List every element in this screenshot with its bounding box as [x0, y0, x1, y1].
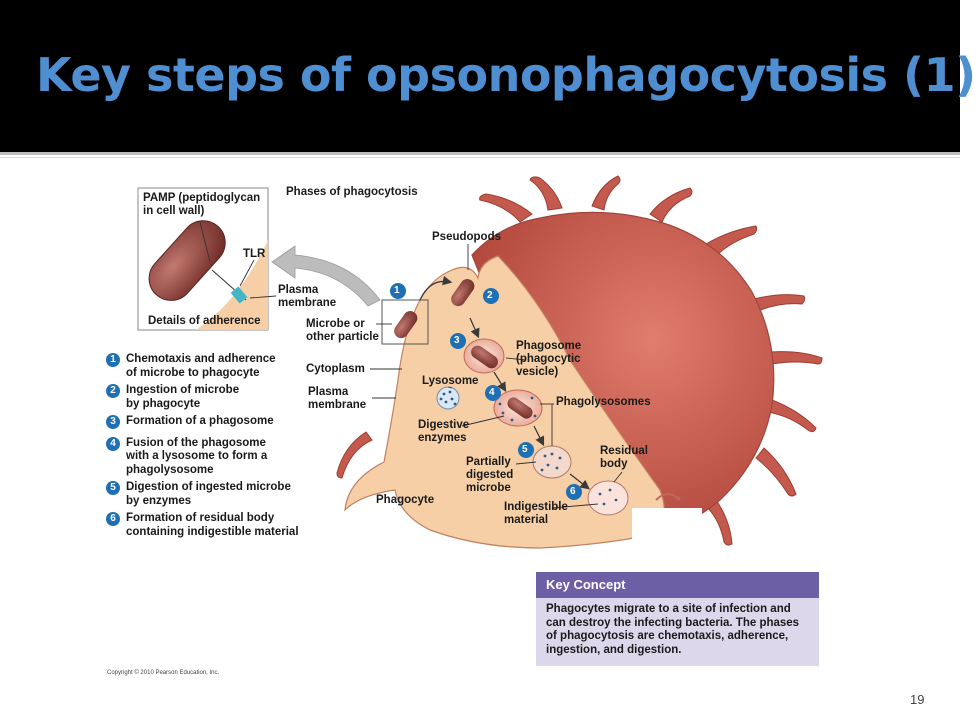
- image-mask: [632, 508, 702, 540]
- marker-2: 2: [487, 290, 493, 301]
- phagocyte-label: Phagocyte: [376, 494, 435, 506]
- step-item-4: 4 Fusion of the phagosome with a lysosome…: [106, 436, 316, 478]
- step-number-icon: 2: [106, 384, 120, 398]
- copyright-notice: Copyright © 2010 Pearson Education, Inc.: [107, 670, 220, 676]
- step-arrow-3: [493, 371, 507, 393]
- lysosome-enzymes: [439, 390, 457, 406]
- header-divider-thin: [0, 157, 960, 158]
- phagolysosome-microbe: [507, 397, 533, 419]
- tlr-receptor-icon: [230, 286, 248, 304]
- indigestible-material-label: Indigestible material: [504, 501, 568, 526]
- steps-list: 1 Chemotaxis and adherence of microbe to …: [106, 353, 316, 543]
- inset-cell: [196, 240, 268, 330]
- microbe-ingested: [451, 279, 475, 307]
- step-number-icon: 4: [106, 436, 120, 451]
- microbe-callout-box: [381, 299, 429, 345]
- marker-6: 6: [570, 486, 576, 497]
- key-concept-box: Key Concept Phagocytes migrate to a site…: [536, 572, 819, 666]
- step-text: Fusion of the phagosome with a lysosome …: [126, 436, 268, 476]
- step-item-3: 3 Formation of a phagosome: [106, 415, 316, 429]
- step-item-2: 2 Ingestion of microbe by phagocyte: [106, 384, 316, 411]
- step-text: Formation of residual body containing in…: [126, 512, 299, 538]
- step-item-5: 5 Digestion of ingested microbe by enzyme…: [106, 481, 316, 508]
- diagram-step-markers: [390, 283, 582, 500]
- step-item-1: 1 Chemotaxis and adherence of microbe to …: [106, 353, 316, 380]
- microbe-label: Microbe or other particle: [306, 318, 379, 343]
- key-concept-heading: Key Concept: [536, 572, 819, 598]
- step-item-6: 6 Formation of residual body containing i…: [106, 512, 316, 539]
- step-arrow-4: [533, 425, 545, 447]
- residual-body: [587, 480, 629, 516]
- phagolysosomes-label: Phagolysosomes: [556, 396, 651, 408]
- step-text: Ingestion of microbe by phagocyte: [126, 384, 240, 410]
- diagram-heading: Phases of phagocytosis: [286, 186, 418, 198]
- cell-spikes: [336, 175, 823, 546]
- step-number-icon: 3: [106, 415, 120, 429]
- phagosome-microbe: [471, 345, 498, 369]
- inset-microbe: [148, 220, 226, 301]
- slide-title: Key steps of opsonophagocytosis (1): [36, 48, 976, 102]
- step-number-icon: 5: [106, 481, 120, 495]
- marker-4: 4: [489, 387, 495, 398]
- phagosome-label: Phagosome (phagocytic vesicle): [516, 340, 582, 378]
- inset-plasma-membrane-label: Plasma membrane: [278, 284, 337, 309]
- slide-header: [0, 0, 960, 152]
- header-divider: [0, 152, 960, 155]
- pamp-label: PAMP (peptidoglycan in cell wall): [143, 192, 261, 217]
- marker-1: 1: [394, 285, 400, 296]
- lysosome-label: Lysosome: [422, 375, 479, 387]
- cytoplasm-label: Cytoplasm: [306, 363, 365, 375]
- page-number: 19: [910, 692, 925, 707]
- step-text: Digestion of ingested microbe by enzymes: [126, 481, 291, 507]
- zoom-arrow-icon: [271, 245, 381, 307]
- marker-3: 3: [454, 335, 460, 346]
- step-arrow-2: [469, 317, 480, 339]
- indigestible-material: [598, 488, 618, 506]
- residual-body-label: Residual body: [600, 445, 648, 470]
- step-number-icon: 1: [106, 353, 120, 367]
- leader-lines: [199, 221, 623, 509]
- partially-digested-label: Partially digested microbe: [466, 456, 514, 494]
- exocytosis-outline: [655, 493, 681, 501]
- step-arrow-5: [569, 473, 590, 490]
- inset-caption: Details of adherence: [148, 315, 261, 327]
- step-arrow-1: [419, 275, 453, 301]
- marker-5: 5: [522, 444, 528, 455]
- key-concept-body: Phagocytes migrate to a site of infectio…: [546, 603, 800, 656]
- pseudopods-label: Pseudopods: [432, 231, 502, 243]
- step-text: Chemotaxis and adherence of microbe to p…: [126, 353, 276, 379]
- digestive-enzymes-label: Digestive enzymes: [418, 419, 470, 444]
- microbe-approaching: [394, 311, 418, 339]
- partially-digested-enzymes: [540, 452, 562, 472]
- phagolysosome-enzymes: [498, 396, 537, 422]
- partially-digested-vesicle: [532, 445, 572, 479]
- step-number-icon: 6: [106, 512, 120, 526]
- tlr-label: TLR: [243, 248, 266, 260]
- step-text: Formation of a phagosome: [126, 415, 274, 427]
- plasma-membrane-label: Plasma membrane: [308, 386, 367, 411]
